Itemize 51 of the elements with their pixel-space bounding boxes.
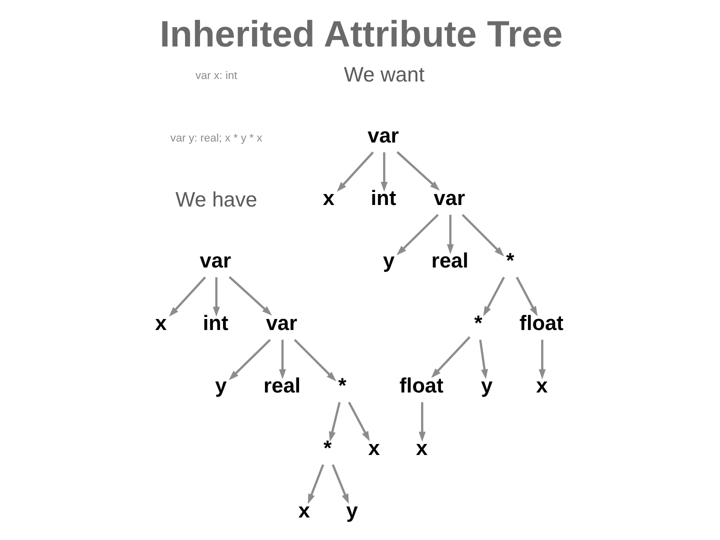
node-text: real xyxy=(431,250,468,273)
node-text: x xyxy=(416,437,428,460)
arrow xyxy=(169,276,206,317)
node-text: var xyxy=(434,187,466,210)
arrow xyxy=(328,402,341,442)
node-text: * xyxy=(506,250,514,273)
node-text: var xyxy=(368,124,399,148)
node-text: x xyxy=(322,187,335,210)
node-text: * xyxy=(474,312,482,336)
node-text: y xyxy=(382,250,395,273)
node-text: x xyxy=(536,374,548,398)
arrow xyxy=(380,152,388,192)
node-text: var xyxy=(266,312,298,336)
node-text: y xyxy=(480,374,493,398)
arrow xyxy=(294,338,336,382)
arrow xyxy=(332,464,349,504)
node-text: y xyxy=(215,374,227,398)
node-text: float xyxy=(520,312,564,336)
arrow xyxy=(431,336,471,378)
node-text: x xyxy=(155,312,167,336)
label: We want xyxy=(344,63,424,86)
node-text: x xyxy=(298,500,310,523)
arrow xyxy=(479,340,488,380)
node-text: y xyxy=(346,500,358,523)
arrow xyxy=(462,214,504,256)
node-text: x xyxy=(368,437,380,460)
arrow xyxy=(418,402,426,442)
arrow xyxy=(336,152,374,192)
node-text: int xyxy=(370,187,396,210)
node-text: * xyxy=(324,437,332,460)
arrow xyxy=(279,340,286,380)
node-text: int xyxy=(202,312,228,336)
arrow xyxy=(228,276,272,316)
node-text: real xyxy=(264,374,301,398)
label: We have xyxy=(175,188,258,212)
node-text: float xyxy=(400,374,444,398)
diagram-title: Inherited Attribute Tree xyxy=(160,13,563,54)
arrow xyxy=(348,402,370,442)
arrow xyxy=(446,214,454,254)
arrow xyxy=(228,338,271,380)
label: var x: int xyxy=(196,70,238,82)
node-text: * xyxy=(338,374,346,398)
arrow xyxy=(483,276,505,316)
arrow xyxy=(212,277,220,317)
label: var y: real; x * y * x xyxy=(170,132,262,145)
arrow xyxy=(308,464,324,504)
arrow xyxy=(538,340,546,380)
arrow xyxy=(396,214,439,256)
node-text: var xyxy=(200,250,232,273)
arrow xyxy=(396,151,440,191)
arrow xyxy=(516,276,538,316)
